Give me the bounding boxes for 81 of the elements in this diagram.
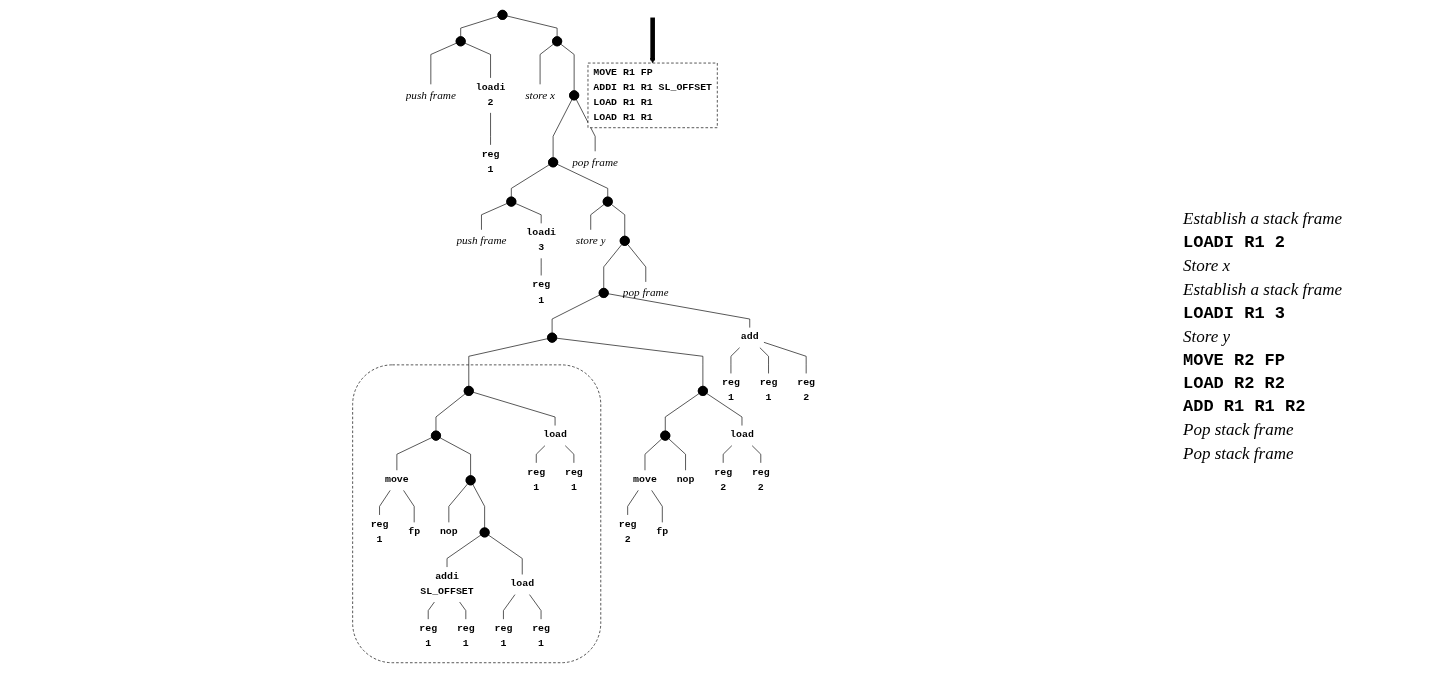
node-text: pop frame bbox=[622, 286, 669, 300]
node-text: reg 1 bbox=[564, 466, 583, 493]
node-text: pop frame bbox=[572, 155, 619, 169]
node-text: nop bbox=[676, 474, 695, 486]
node-label: SL_OFFSET bbox=[420, 585, 474, 598]
node-text: fp bbox=[408, 526, 421, 538]
connector bbox=[435, 393, 466, 432]
connector bbox=[472, 391, 556, 426]
node-text: reg 1 bbox=[527, 466, 546, 493]
connector bbox=[763, 342, 807, 374]
connector bbox=[590, 204, 605, 231]
connector bbox=[515, 203, 542, 224]
node-text: reg 1 bbox=[456, 623, 475, 650]
connector bbox=[668, 438, 686, 471]
node-text: reg 1 bbox=[370, 518, 389, 545]
connector bbox=[627, 244, 647, 283]
node-text: load bbox=[510, 578, 535, 590]
node-text: move bbox=[384, 474, 409, 486]
connector bbox=[396, 437, 433, 471]
node-text: store y bbox=[575, 234, 606, 247]
node-text: nop bbox=[439, 526, 458, 538]
cluster bbox=[352, 364, 602, 664]
node-text: push frame bbox=[405, 88, 456, 102]
node-text: reg 2 bbox=[714, 466, 733, 493]
connector bbox=[511, 164, 550, 198]
code-line: ADD R1 R1 R2 bbox=[1183, 397, 1307, 416]
connector bbox=[664, 393, 700, 432]
connector bbox=[539, 43, 554, 85]
connector bbox=[603, 244, 623, 289]
node-text: reg 2 bbox=[751, 466, 770, 493]
code-comment: Establish a stack frame bbox=[1183, 280, 1344, 300]
node-text: reg 1 bbox=[722, 377, 740, 404]
node-text: loadi bbox=[526, 227, 557, 239]
connector bbox=[448, 483, 468, 523]
node-text: reg 1 bbox=[532, 623, 550, 650]
arrow bbox=[649, 17, 656, 64]
connector bbox=[607, 293, 751, 328]
node-text: add bbox=[740, 331, 759, 343]
connector bbox=[575, 99, 596, 152]
code-line: MOVE R2 FP bbox=[1183, 351, 1287, 370]
node-text: addi bbox=[435, 571, 459, 583]
node-text: reg 1 bbox=[419, 623, 438, 650]
node-box: MOVE R1 FP ADDI R1 R1 SL_OFFSET LOAD R1 R1 LOAD R1 R1 bbox=[587, 62, 718, 129]
code-comment: Establish a stack frame bbox=[1183, 209, 1344, 229]
code-comment: Store x bbox=[1183, 256, 1232, 276]
code-comment: Pop stack frame bbox=[1183, 420, 1295, 440]
node-text: reg 2 bbox=[797, 377, 816, 404]
code-comment: Pop stack frame bbox=[1183, 444, 1295, 464]
node-text: loadi bbox=[475, 81, 506, 94]
connector bbox=[556, 164, 609, 198]
connector bbox=[460, 15, 499, 37]
connector bbox=[560, 43, 575, 92]
connector bbox=[551, 294, 600, 334]
connector bbox=[472, 484, 485, 529]
node-text: push frame bbox=[456, 234, 507, 247]
connector bbox=[446, 534, 482, 568]
node-text: reg 1 bbox=[481, 148, 500, 175]
node-text: load bbox=[543, 429, 567, 441]
code-line: LOADI R1 3 bbox=[1183, 304, 1287, 323]
connector bbox=[611, 204, 626, 237]
node-text: move bbox=[633, 474, 657, 486]
connector bbox=[488, 534, 523, 575]
connector bbox=[506, 15, 558, 37]
connector bbox=[644, 438, 663, 471]
connector bbox=[552, 99, 573, 159]
node-text: store x bbox=[525, 88, 555, 102]
connector bbox=[481, 203, 508, 231]
node-text: reg 1 bbox=[759, 377, 778, 404]
node-label: 3 bbox=[538, 242, 545, 254]
node-text: reg 1 bbox=[494, 623, 513, 650]
connector bbox=[706, 393, 743, 426]
code-line: LOADI R1 2 bbox=[1183, 233, 1287, 252]
node-text: reg 1 bbox=[532, 279, 551, 306]
connector bbox=[556, 337, 704, 387]
node-label: 2 bbox=[487, 96, 494, 108]
node-text: load bbox=[730, 429, 754, 441]
node-text: fp bbox=[656, 526, 669, 538]
code-line: LOAD R2 R2 bbox=[1183, 374, 1287, 393]
node-text: reg 2 bbox=[618, 518, 637, 545]
code-comment: Store y bbox=[1183, 327, 1232, 347]
connector bbox=[468, 338, 548, 387]
